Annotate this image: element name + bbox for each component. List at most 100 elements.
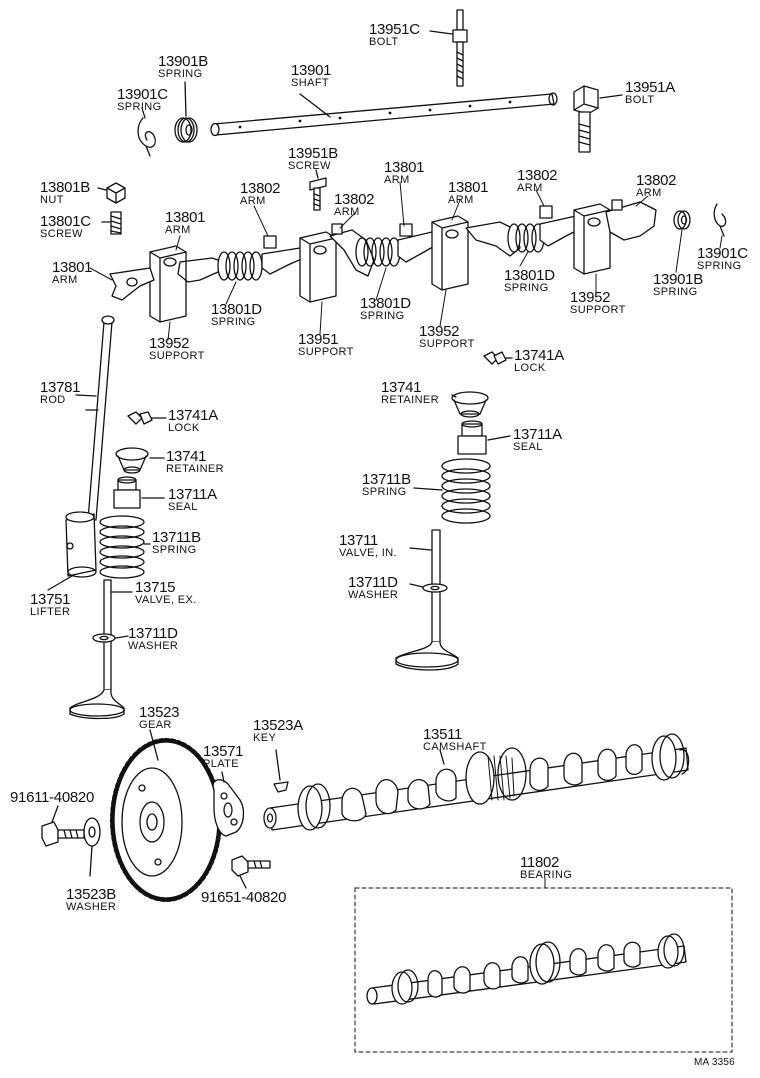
part-number: 13741 (166, 448, 207, 465)
part-name: SPRING (211, 316, 256, 328)
label-13711b-left: 13711B SPRING (152, 530, 201, 556)
seal-13711a-left (113, 476, 165, 509)
part-name: CAMSHAFT (423, 741, 487, 753)
washer-13711d-right (409, 583, 448, 593)
part-number: 13751 (30, 591, 71, 608)
label-13781: 13781 ROD (40, 379, 81, 406)
part-number: 13802 (334, 191, 375, 208)
label-13711b-right: 13711B SPRING (362, 472, 411, 498)
bearing-11802-box (354, 877, 733, 1053)
part-number: 13781 (40, 379, 81, 396)
label-13751: 13751 LIFTER (30, 591, 71, 618)
part-name: KEY (253, 732, 277, 744)
part-name: LOCK (514, 362, 546, 374)
label-13802-d: 13802 ARM (636, 172, 677, 199)
part-number: 13801D (211, 301, 262, 318)
part-name: VALVE, IN. (339, 547, 398, 559)
label-13711d-left: 13711D WASHER (128, 626, 178, 652)
rocker-shaft (210, 92, 558, 137)
spring-13711b-right (413, 458, 491, 524)
retainer-13741-left (115, 447, 165, 474)
label-13952-c: 13952 SUPPORT (570, 290, 626, 316)
rocker-arm-assembly (109, 199, 727, 323)
part-name: ARM (240, 195, 266, 207)
label-13802-a: 13802 ARM (240, 180, 281, 207)
spring-13901c-left (137, 107, 156, 157)
part-name: SUPPORT (419, 338, 475, 350)
part-name: SPRING (117, 101, 162, 113)
bolt-91651-40820 (231, 855, 271, 889)
label-13801d-c: 13801D SPRING (504, 268, 555, 294)
part-name: ARM (636, 187, 662, 199)
label-13711: 13711 VALVE, IN. (339, 533, 397, 559)
part-number: 13901C (697, 245, 748, 262)
part-name: SPRING (504, 282, 549, 294)
label-13801-a: 13801 ARM (165, 209, 206, 236)
valve-13715-exhaust (69, 579, 133, 720)
part-name: VALVE, EX. (135, 594, 197, 606)
part-name: SUPPORT (298, 346, 354, 358)
part-number: 13901B (653, 271, 703, 288)
label-13802-c: 13802 ARM (517, 168, 558, 194)
part-name: GEAR (139, 719, 172, 731)
label-13741a-left: 13741A LOCK (168, 408, 218, 434)
label-13801d-a: 13801D SPRING (211, 302, 262, 328)
bolt-91611-40820 (41, 805, 85, 847)
part-number: 13711B (362, 471, 411, 488)
drawing-code: MA 3356 (694, 1057, 735, 1068)
label-13952-a: 13952 SUPPORT (149, 336, 205, 362)
part-name: SPRING (158, 68, 203, 80)
part-number: 13952 (419, 323, 460, 340)
part-number: 13801 (384, 159, 425, 176)
part-name: SUPPORT (570, 304, 626, 316)
part-name: BOLT (369, 36, 399, 48)
bolt-13951c (429, 9, 468, 87)
part-name: SPRING (362, 486, 407, 498)
label-13511: 13511 CAMSHAFT (423, 727, 487, 753)
washer-13523b (83, 817, 101, 877)
part-number: 13523B (66, 886, 116, 903)
part-number: 13711D (128, 625, 178, 642)
part-number: 13802 (240, 180, 281, 197)
part-number: 13801 (165, 209, 206, 226)
label-13741-right: 13741 RETAINER (381, 380, 439, 406)
label-13523: 13523 GEAR (139, 705, 180, 731)
part-number: 13711D (348, 574, 398, 591)
part-name: ARM (165, 224, 191, 236)
part-name: RETAINER (381, 394, 440, 406)
washer-13711d-left (92, 633, 129, 643)
spring-13711b-left (99, 515, 151, 579)
part-number: 13711 (339, 532, 379, 549)
bolt-13951a (573, 85, 623, 153)
label-13741a-right: 13741A LOCK (514, 348, 564, 374)
key-13523a (273, 749, 289, 793)
part-number: 13711B (152, 529, 201, 546)
label-13951c: 13951C BOLT (369, 22, 420, 48)
part-number: 13802 (636, 172, 677, 189)
part-number: 13801 (448, 179, 489, 196)
label-13801-d: 13801 ARM (52, 260, 93, 286)
part-name: BOLT (625, 94, 655, 106)
label-13901c-right: 13901C SPRING (697, 246, 748, 272)
retainer-13741-right (451, 391, 489, 418)
valve-13711-intake (395, 529, 459, 671)
part-number: 13951 (298, 331, 339, 348)
label-13901b-top: 13901B SPRING (158, 54, 208, 80)
part-name: SCREW (40, 228, 83, 240)
part-name: WASHER (128, 640, 179, 652)
part-number: 13571 (203, 743, 244, 760)
part-name: SUPPORT (149, 350, 205, 362)
part-name: ROD (40, 394, 66, 406)
part-name: WASHER (66, 901, 117, 913)
label-13715: 13715 VALVE, EX. (135, 580, 197, 606)
part-number: 11802 (520, 854, 560, 871)
part-number: 13801D (360, 295, 411, 312)
part-number: 13715 (135, 579, 176, 596)
label-13802-b: 13802 ARM (334, 191, 375, 218)
part-number: 13952 (149, 335, 190, 352)
label-13801c: 13801C SCREW (40, 214, 91, 240)
label-13571: 13571 PLATE (203, 743, 244, 770)
part-number: 13901B (158, 53, 208, 70)
part-name: LOCK (168, 422, 200, 434)
